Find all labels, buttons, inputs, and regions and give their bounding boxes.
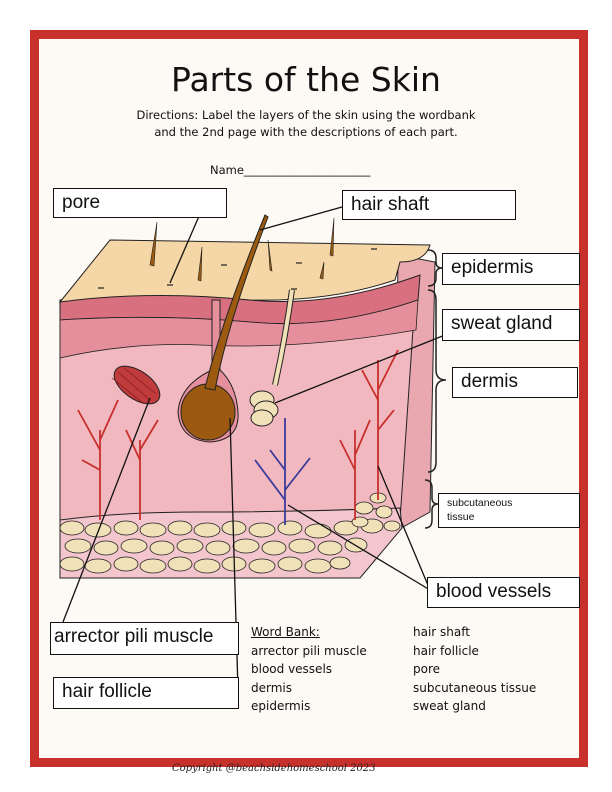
sweat-gland-duct-fill: [273, 289, 294, 386]
page-title: Parts of the Skin: [171, 60, 441, 99]
hair-bulb: [180, 383, 236, 441]
word-bank-item: epidermis: [251, 699, 311, 713]
word-bank-item: sweat gland: [413, 699, 486, 713]
word-bank-item: arrector pili muscle: [251, 643, 367, 658]
word-bank-col-2: hair shaft hair follicle pore subcutaneo…: [413, 623, 536, 716]
label-blood-vessels[interactable]: blood vessels: [427, 577, 580, 608]
arrector-pili-muscle: [113, 365, 161, 405]
pores: [98, 248, 377, 290]
word-bank-item: blood vessels: [251, 662, 333, 676]
leader-blood-vessels-2: [287, 504, 431, 591]
word-bank-item: pore: [413, 662, 441, 676]
directions-line-2: and the 2nd page with the descriptions o…: [154, 125, 458, 139]
label-subcutaneous-line-1: subcutaneous: [447, 497, 513, 509]
hair-shaft-shape: [204, 214, 269, 391]
label-subcutaneous-tissue[interactable]: subcutaneous tissue: [438, 493, 580, 528]
name-field[interactable]: Name______________________: [210, 163, 371, 177]
leader-sweat-gland: [274, 334, 446, 404]
surface-hairs: [149, 217, 335, 282]
label-sweat-gland[interactable]: sweat gland: [442, 309, 580, 341]
label-hair-follicle[interactable]: hair follicle: [53, 677, 239, 709]
leader-pore: [169, 206, 204, 284]
leader-arrector-pili: [62, 397, 151, 623]
directions-line-1: Directions: Label the layers of the skin…: [136, 108, 476, 122]
label-epidermis[interactable]: epidermis: [442, 253, 580, 285]
label-hair-shaft[interactable]: hair shaft: [342, 190, 516, 220]
copyright: Copyright @beachsidehomeschool 2023: [172, 763, 376, 774]
word-bank-item: hair follicle: [413, 643, 479, 658]
label-pore[interactable]: pore: [53, 188, 227, 218]
blood-vessels-red: [77, 349, 399, 520]
leader-lines: [62, 206, 446, 691]
word-bank-col-1: Word Bank: arrector pili muscle blood ve…: [251, 623, 367, 716]
leader-hair-shaft: [259, 206, 343, 231]
fat-cells: [59, 492, 401, 574]
leader-blood-vessels-1: [377, 465, 431, 591]
label-subcutaneous-line-2: tissue: [447, 511, 475, 523]
dermis-top-band: [59, 299, 419, 359]
label-arrector-pili-muscle[interactable]: arrector pili muscle: [50, 622, 239, 655]
word-bank-item: dermis: [251, 680, 292, 695]
muscle-striations: [111, 367, 157, 405]
word-bank-item: hair shaft: [413, 625, 470, 639]
label-dermis[interactable]: dermis: [452, 367, 578, 398]
sweat-gland-coil: [249, 390, 279, 427]
word-bank-item: subcutaneous tissue: [413, 680, 537, 695]
directions: Directions: Label the layers of the skin…: [90, 107, 522, 141]
word-bank-heading: Word Bank:: [251, 625, 320, 639]
blood-vessels-blue: [254, 418, 311, 525]
